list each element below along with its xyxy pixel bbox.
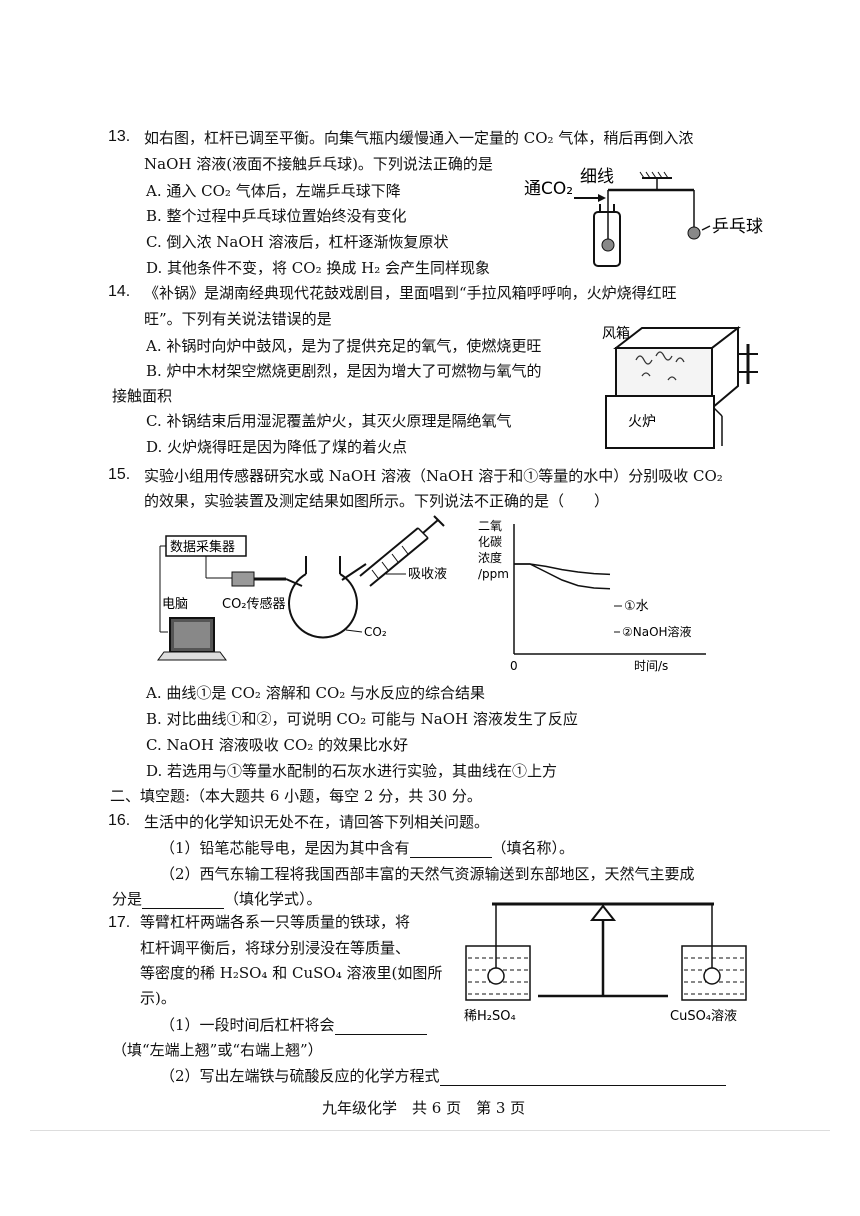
right-beaker-label: CuSO₄溶液	[670, 1009, 737, 1024]
q14-furnace-figure: 风箱 火炉	[602, 325, 758, 449]
q17-line4: 示)。	[140, 989, 176, 1007]
q17-line1: 等臂杠杆两端各系一只等质量的铁球，将	[140, 913, 411, 931]
chart-series-line-2	[514, 563, 611, 590]
q16-part2-hint: （填化学式）。	[224, 890, 322, 908]
q15-stem-line2: 的效果，实验装置及测定结果如图所示。下列说法不正确的是（ ）	[144, 492, 610, 510]
q16-part2-line2: 分是 （填化学式）。	[112, 889, 322, 909]
q17-part1-text: （1）一段时间后杠杆将会	[160, 1016, 335, 1034]
chart-xlabel: 时间/s	[634, 659, 668, 673]
q16-stem: 生活中的化学知识无处不在，请回答下列相关问题。	[144, 813, 490, 831]
q14-option-d[interactable]: D. 火炉烧得旺是因为降低了煤的着火点	[146, 438, 408, 456]
q15-option-a[interactable]: A. 曲线①是 CO₂ 溶解和 CO₂ 与水反应的综合结果	[146, 684, 486, 702]
q16-part1: （1）铅笔芯能导电，是因为其中含有 （填名称）。	[160, 838, 574, 858]
q13-stem-line1: 如右图，杠杆已调至平衡。向集气瓶内缓慢通入一定量的 CO₂ 气体，稍后再倒入浓	[144, 129, 694, 147]
q13-option-a[interactable]: A. 通入 CO₂ 气体后，左端乒乓球下降	[146, 182, 401, 200]
chart-ylabel-2: 化碳	[478, 535, 502, 549]
chart-ylabel-3: 浓度	[478, 550, 502, 565]
q16-part2-line1: （2）西气东输工程将我国西部丰富的天然气资源输送到东部地区，天然气主要成	[160, 865, 695, 883]
q14-stem-line2: 旺”。下列有关说法错误的是	[144, 310, 332, 328]
curve2-label: ②NaOH溶液	[622, 624, 692, 639]
q17-lever-beakers-figure: 稀H₂SO₄ CuSO₄溶液	[464, 902, 747, 1024]
chart-ylabel-1: 二氧	[478, 519, 502, 533]
q15-co2-chart: 二氧 化碳 浓度 /ppm 0 时间/s ①水 ②NaOH溶液	[478, 519, 706, 673]
computer-label: 电脑	[162, 597, 188, 612]
chart-series-line-1	[514, 563, 611, 576]
q13-option-b[interactable]: B. 整个过程中乒乓球位置始终没有变化	[146, 207, 407, 225]
bellows-label: 风箱	[602, 326, 630, 342]
absorbent-label: 吸收液	[408, 567, 447, 582]
q14-option-b-cont: 接触面积	[112, 387, 173, 405]
q13-option-c[interactable]: C. 倒入浓 NaOH 溶液后，杠杆逐渐恢复原状	[146, 233, 449, 251]
q16-part1-text: （1）铅笔芯能导电，是因为其中含有	[160, 839, 410, 857]
page-edge-divider	[30, 1130, 830, 1131]
q17-number: 17.	[108, 914, 131, 931]
q15-number: 15.	[108, 466, 131, 483]
co2-inlet-label: 通CO₂	[524, 179, 573, 199]
q17-part2-text: （2）写出左端铁与硫酸反应的化学方程式	[160, 1067, 440, 1085]
q17-part1-hint: （填“左端上翘”或“右端上翘”）	[112, 1041, 323, 1059]
q16-part1-answer-blank[interactable]	[409, 841, 492, 858]
q15-option-d[interactable]: D. 若选用与①等量水配制的石灰水进行实验，其曲线在①上方	[146, 762, 558, 780]
collector-label: 数据采集器	[170, 539, 235, 555]
q17-part1: （1）一段时间后杠杆将会	[160, 1015, 427, 1035]
furnace-label: 火炉	[628, 414, 656, 430]
q17-part1-answer-blank[interactable]	[334, 1018, 427, 1035]
curve1-label: ①水	[624, 599, 649, 614]
q13-option-d[interactable]: D. 其他条件不变，将 CO₂ 换成 H₂ 会产生同样现象	[146, 259, 490, 277]
q17-part2-answer-blank[interactable]	[439, 1069, 726, 1086]
left-beaker-label: 稀H₂SO₄	[464, 1009, 516, 1024]
section-2-heading: 二、填空题:（本大题共 6 小题，每空 2 分，共 30 分。	[110, 787, 482, 805]
q16-part2-text: 分是	[112, 890, 143, 908]
q17-line2: 杠杆调平衡后，将球分别浸没在等质量、	[140, 939, 411, 957]
q15-option-b[interactable]: B. 对比曲线①和②，可说明 CO₂ 可能与 NaOH 溶液发生了反应	[146, 710, 578, 728]
thread-label: 细线	[580, 167, 614, 187]
q13-number: 13.	[108, 128, 131, 145]
q14-option-a[interactable]: A. 补锅时向炉中鼓风，是为了提供充足的氧气，使燃烧更旺	[146, 337, 542, 355]
q14-number: 14.	[108, 283, 131, 300]
q16-number: 16.	[108, 812, 131, 829]
q15-option-c[interactable]: C. NaOH 溶液吸收 CO₂ 的效果比水好	[146, 736, 409, 754]
q14-option-b[interactable]: B. 炉中木材架空燃烧更剧烈，是因为增大了可燃物与氧气的	[146, 362, 542, 380]
q13-stem-line2: NaOH 溶液(液面不接触乒乓球)。下列说法正确的是	[144, 155, 493, 173]
q14-option-c[interactable]: C. 补锅结束后用湿泥覆盖炉火，其灭火原理是隔绝氧气	[146, 412, 512, 430]
sensor-label: CO₂传感器	[222, 596, 286, 612]
q15-apparatus-figure: 数据采集器 电脑 CO₂传感器 吸收液 CO₂	[157, 515, 447, 661]
q16-part2-answer-blank[interactable]	[142, 892, 225, 909]
q16-part1-hint: （填名称）。	[491, 839, 575, 857]
q17-part2: （2）写出左端铁与硫酸反应的化学方程式	[160, 1066, 726, 1086]
q13-lever-figure: 细线 通CO₂ 乒乓球	[524, 167, 763, 267]
chart-ylabel-4: /ppm	[478, 567, 509, 581]
ball-label: 乒乓球	[712, 217, 763, 237]
q14-stem-line1: 《补锅》是湖南经典现代花鼓戏剧目，里面唱到“手拉风箱呼呼响，火炉烧得红旺	[144, 284, 677, 302]
page-footer: 九年级化学 共 6 页 第 3 页	[322, 1099, 526, 1117]
q15-stem-line1: 实验小组用传感器研究水或 NaOH 溶液（NaOH 溶于和①等量的水中）分别吸收…	[144, 467, 723, 485]
chart-origin-label: 0	[510, 659, 518, 673]
gas-label: CO₂	[364, 625, 387, 639]
q17-line3: 等密度的稀 H₂SO₄ 和 CuSO₄ 溶液里(如图所	[140, 964, 443, 982]
